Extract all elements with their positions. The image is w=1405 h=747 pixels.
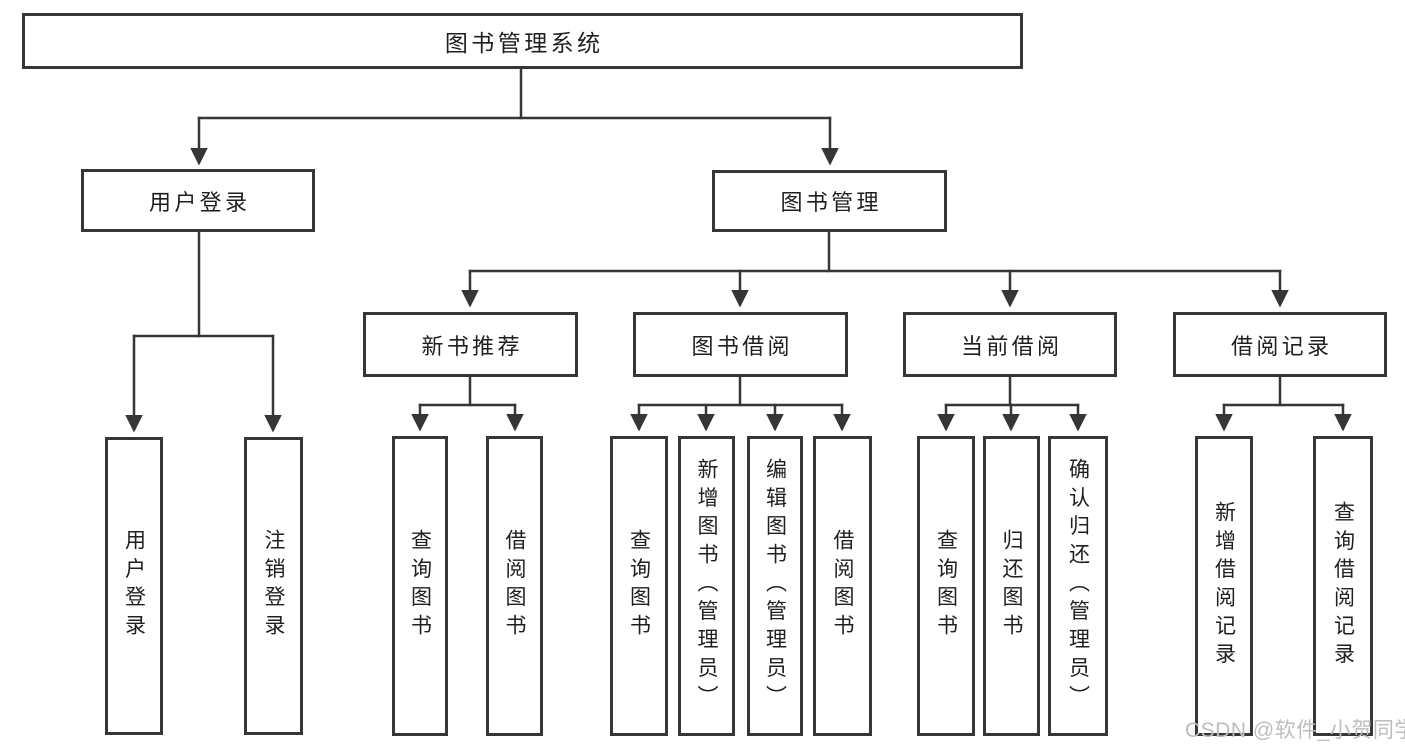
leaf-user-login: 用户登录 <box>105 437 163 735</box>
leaf-query-books-recommend: 查询图书 <box>392 436 448 736</box>
node-book-borrow: 图书借阅 <box>633 312 848 377</box>
watermark-text: CSDN @软件_小贺同学 <box>1185 719 1405 742</box>
leaf-borrow-books-recommend: 借阅图书 <box>486 436 543 736</box>
leaf-query-books-current: 查询图书 <box>917 436 975 736</box>
node-root: 图书管理系统 <box>22 13 1023 69</box>
leaf-add-book-admin: 新增图书（管理员） <box>678 436 735 736</box>
leaf-confirm-return-admin: 确认归还（管理员） <box>1048 436 1108 736</box>
leaf-query-borrow-record: 查询借阅记录 <box>1313 436 1373 736</box>
leaf-edit-book-admin: 编辑图书（管理员） <box>747 436 803 736</box>
node-current-borrow: 当前借阅 <box>903 312 1117 377</box>
node-borrow-records: 借阅记录 <box>1173 312 1387 377</box>
leaf-query-books-borrow: 查询图书 <box>610 436 668 736</box>
leaf-borrow-books: 借阅图书 <box>813 436 872 736</box>
node-book-management: 图书管理 <box>712 170 947 232</box>
leaf-logout: 注销登录 <box>244 437 303 735</box>
leaf-add-borrow-record: 新增借阅记录 <box>1195 436 1253 736</box>
node-user-login: 用户登录 <box>81 169 315 232</box>
leaf-return-book: 归还图书 <box>983 436 1040 736</box>
node-new-book-recommend: 新书推荐 <box>363 312 578 377</box>
